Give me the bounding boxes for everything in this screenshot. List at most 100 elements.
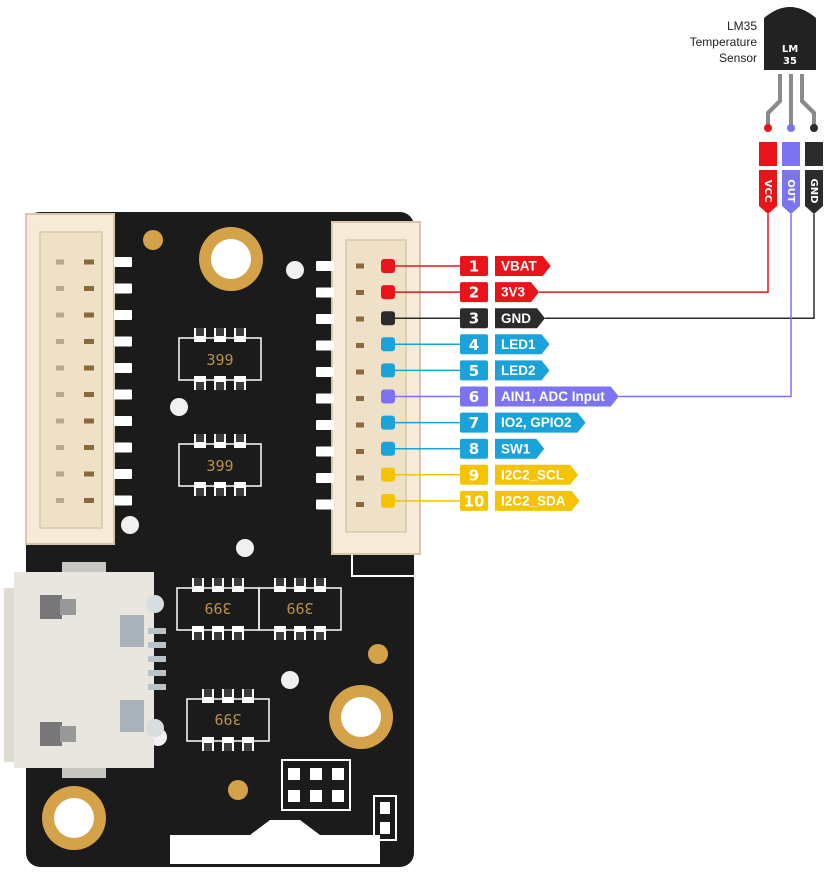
connector-pin <box>84 365 94 371</box>
connector-pin <box>356 369 364 375</box>
connector-tab <box>316 367 334 377</box>
sensor-legs <box>766 74 816 126</box>
jumper-pads <box>281 759 351 811</box>
via-gold <box>143 230 163 250</box>
sensor-leg-tip <box>787 124 795 132</box>
connector-pin <box>56 286 64 291</box>
right-connector <box>331 221 421 577</box>
pin-label: AIN1, ADC Input <box>501 389 605 404</box>
pin-number: 1 <box>469 258 479 276</box>
sensor-wires <box>539 214 815 398</box>
pin-number: 4 <box>469 336 479 354</box>
connector-pin <box>56 498 64 503</box>
sensor-pin-label: OUT <box>785 179 796 203</box>
sensor-pin-label-bg <box>759 170 777 214</box>
via-white <box>121 516 139 534</box>
sensor-title-line: Temperature <box>689 35 757 49</box>
pin-dot <box>381 285 395 300</box>
sensor-pin-label: GND <box>808 179 819 204</box>
pin-number-bg <box>460 438 488 459</box>
via-gold <box>368 644 388 664</box>
sensor-leg-tip <box>764 124 772 132</box>
pin-number: 10 <box>464 492 485 510</box>
connector-tab <box>316 287 334 298</box>
connector-tab <box>114 389 132 400</box>
jumper-pads <box>288 768 344 802</box>
pin-dot <box>381 389 395 404</box>
pin-label-bg <box>495 360 550 381</box>
sensor-pin-label-bg <box>782 170 800 214</box>
connector-pin <box>84 471 94 477</box>
ic-chip: 399 <box>178 328 262 390</box>
connector-pin <box>84 498 94 503</box>
pcb-board <box>4 212 421 867</box>
connector-pin <box>356 502 364 507</box>
connector-pin <box>56 259 64 265</box>
pin-label-bg <box>495 490 580 511</box>
connector-pin <box>56 392 64 397</box>
sensor-title-line: LM35 <box>726 19 757 33</box>
sensor-pin-box <box>805 142 823 166</box>
sensor-chip-text-1: LM <box>782 44 798 55</box>
pin-number-bg <box>460 334 488 355</box>
pin-dot <box>381 311 395 326</box>
pin-number-bg <box>460 282 488 303</box>
sensor-wire <box>539 214 769 293</box>
connector-tab <box>316 473 334 483</box>
ic-marking: 399 <box>204 599 231 617</box>
pin-dot <box>381 441 395 456</box>
connector-tab <box>316 393 334 404</box>
ic-chip: 399 <box>258 578 342 640</box>
connector-pin <box>356 422 364 428</box>
connector-pin <box>84 312 94 318</box>
connector-pin <box>56 339 64 344</box>
mount-hole <box>199 227 263 291</box>
connector-pin <box>84 445 94 450</box>
pin-number: 3 <box>469 310 479 328</box>
connector-pin <box>56 418 64 424</box>
connector-pin <box>356 290 364 295</box>
connector-tab <box>316 314 334 324</box>
ic-marking: 399 <box>206 351 233 369</box>
connector-tab <box>316 420 334 430</box>
via-white <box>170 398 188 416</box>
connector-tab <box>114 283 132 294</box>
pin-label-bg <box>495 282 540 303</box>
sensor-pin-label: VCC <box>762 180 773 202</box>
via-gold <box>228 780 248 800</box>
mount-hole <box>42 786 106 850</box>
connector-pin <box>84 286 94 291</box>
pin-number-bg <box>460 386 488 407</box>
connector-pin <box>356 316 364 322</box>
pin-label-bg <box>495 334 550 355</box>
connector-tab <box>316 261 334 271</box>
pin-number-bg <box>460 464 488 485</box>
connector-tab <box>316 340 334 351</box>
via-white <box>281 671 299 689</box>
connector-pin <box>356 343 364 348</box>
sensor-pin-box <box>782 142 800 166</box>
left-connector <box>25 213 115 545</box>
connector-tab <box>114 363 132 373</box>
left-connector-pins <box>56 257 132 506</box>
pin-number-bg <box>460 490 488 511</box>
connector-pin <box>356 263 364 269</box>
right-connector-tabs <box>316 261 364 510</box>
sensor-pin-label-bg <box>805 170 823 214</box>
connector-pin <box>84 392 94 397</box>
pin-dot <box>381 493 395 508</box>
pin-number: 9 <box>469 466 479 484</box>
pin-label: I2C2_SCL <box>501 467 564 482</box>
connector-pin <box>356 449 364 454</box>
pin-number-bg <box>460 308 488 329</box>
via-white <box>236 539 254 557</box>
pin-label: 3V3 <box>501 285 526 300</box>
